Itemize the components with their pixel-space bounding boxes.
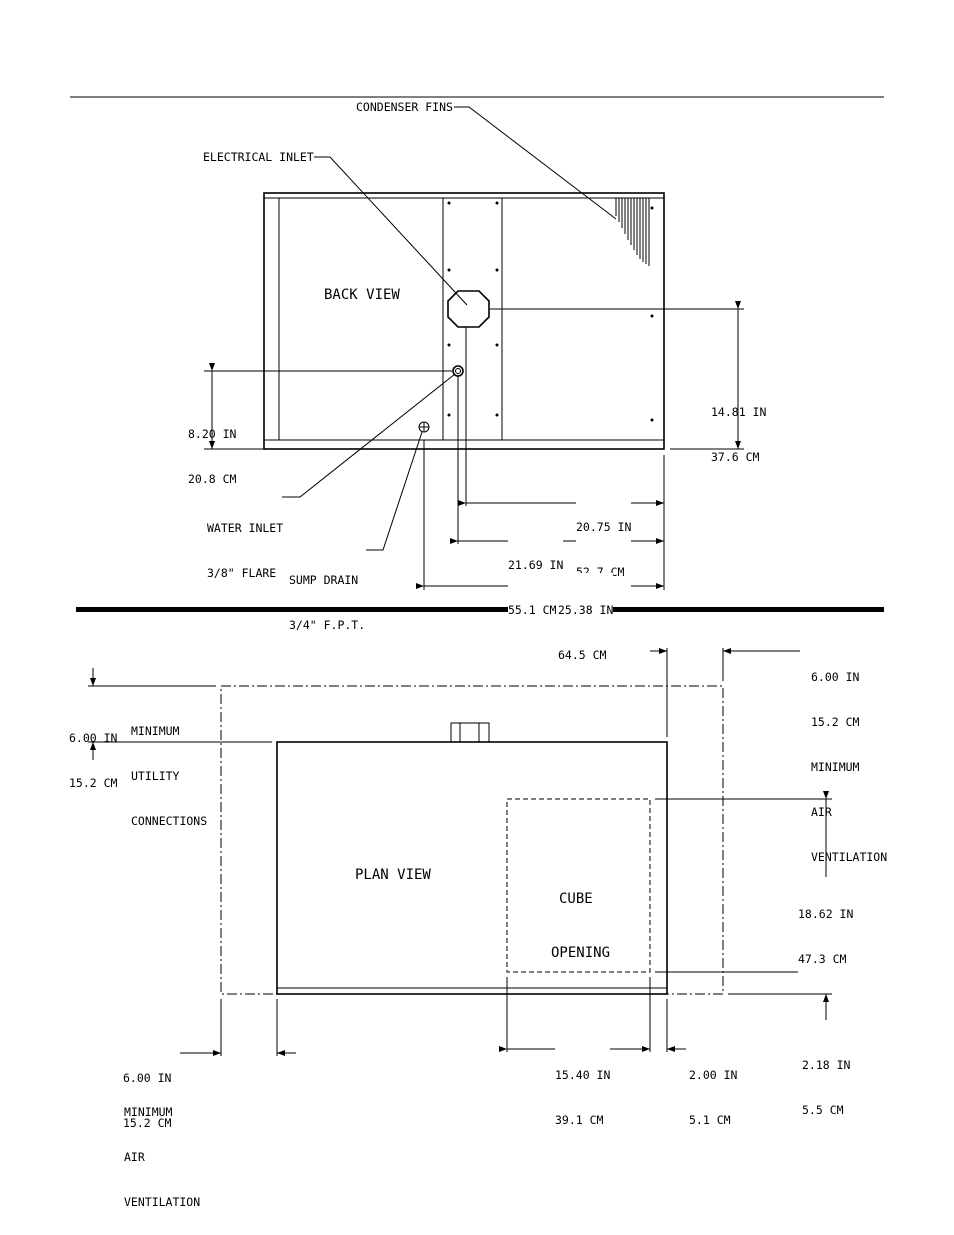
dim-water-height-label: 8.20 IN 20.8 CM: [188, 427, 237, 486]
dim-cube-width-label: 15.40 IN 39.1 CM: [555, 1038, 611, 1143]
back-view-title: BACK VIEW: [324, 287, 400, 303]
dim-elec-height-label: 14.81 IN 37.6 CM: [711, 405, 767, 464]
clearance-envelope: [220, 685, 724, 995]
water-inlet-leader: [282, 373, 456, 498]
top-fitting: [450, 722, 490, 743]
condenser-fins: [615, 198, 650, 266]
dim-water-x-label: 21.69 IN 55.1 CM: [508, 528, 564, 633]
electrical-inlet-leader: [314, 156, 468, 306]
water-inlet-label: WATER INLET 3/8" FLARE: [207, 521, 284, 580]
sump-drain-fitting: [418, 421, 430, 433]
bottom-note-label: MINIMUM AIR VENTILATION: [124, 1105, 201, 1209]
plan-view-title: PLAN VIEW: [355, 867, 431, 883]
utility-note-label: MINIMUM UTILITY CONNECTIONS: [131, 724, 208, 828]
electrical-inlet-octagon: [447, 290, 490, 328]
back-view-outer-frame: [263, 192, 665, 450]
plan-view-drawing: [88, 648, 832, 1056]
condenser-fins-leader: [454, 106, 617, 220]
dim-cube-bottom-label: 2.18 IN 5.5 CM: [802, 1058, 851, 1117]
right-clearance-label: 6.00 IN 15.2 CM MINIMUM AIR VENTILATION: [811, 670, 888, 864]
dim-cube-right-label: 2.00 IN 5.1 CM: [689, 1068, 738, 1127]
dim-cube-height-label: 18.62 IN 47.3 CM: [798, 877, 854, 982]
dim-drain-x-label: 25.38 IN 64.5 CM: [558, 573, 614, 678]
section-divider: [76, 607, 884, 612]
sump-drain-label: SUMP DRAIN 3/4" F.P.T.: [289, 573, 366, 632]
cube-opening-outline: [506, 798, 651, 973]
cube-opening-label: CUBE OPENING: [551, 891, 611, 961]
bottom-clearance-label: 6.00 IN 15.2 CM: [123, 1071, 172, 1130]
back-view-drawing: [204, 106, 744, 590]
sump-drain-leader: [366, 431, 423, 551]
left-clearance-label: 6.00 IN 15.2 CM: [69, 731, 118, 790]
condenser-fins-label: CONDENSER FINS: [356, 100, 453, 114]
electrical-inlet-label: ELECTRICAL INLET: [203, 150, 314, 164]
panel-screws: [447, 201, 654, 422]
